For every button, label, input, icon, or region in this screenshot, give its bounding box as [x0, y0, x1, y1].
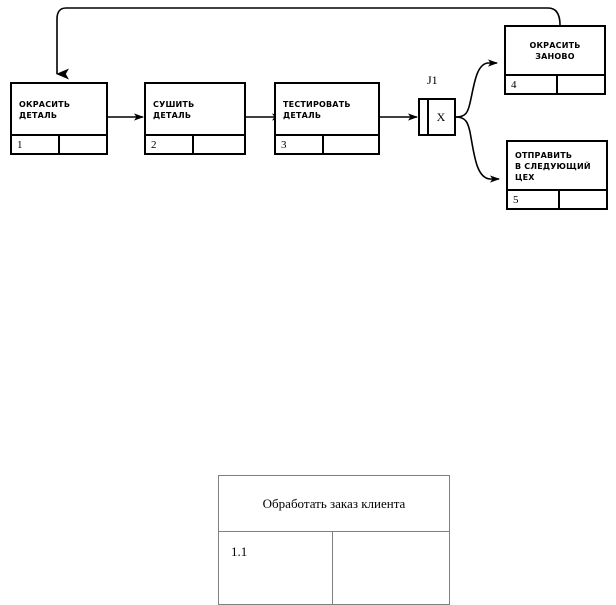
activity-reference	[333, 532, 449, 604]
process-box-2-id: 2	[146, 136, 194, 153]
activity-number: 1.1	[219, 532, 333, 604]
junction-type-label: X	[436, 109, 446, 124]
process-box-2-title: СУШИТЬ ДЕТАЛЬ	[153, 99, 195, 120]
junction-j1[interactable]: X	[418, 98, 456, 136]
process-box-3[interactable]: ТЕСТИРОВАТЬ ДЕТАЛЬ 3	[274, 82, 380, 155]
link-junction-to-4	[455, 59, 498, 118]
process-box-2-ref	[194, 136, 244, 153]
process-box-1[interactable]: ОКРАСИТЬ ДЕТАЛЬ 1	[10, 82, 108, 155]
diagram-connectors-layer	[56, 7, 561, 183]
process-box-4-title: ОКРАСИТЬ ЗАНОВО	[529, 41, 581, 61]
process-box-5-title: ОТПРАВИТЬ В СЛЕДУЮЩИЙ ЦЕХ	[515, 150, 591, 182]
process-box-2-footer: 2	[146, 134, 244, 153]
process-box-1-footer: 1	[12, 134, 106, 153]
process-box-5-footer: 5	[508, 189, 606, 208]
feedback-loop-4-to-1	[56, 7, 561, 80]
link-junction-to-5	[455, 116, 500, 183]
process-box-4-ref	[558, 76, 604, 93]
process-box-3-ref	[324, 136, 378, 153]
process-box-1-ref	[60, 136, 106, 153]
activity-footer: 1.1	[219, 531, 449, 604]
process-box-3-footer: 3	[276, 134, 378, 153]
process-box-5-ref	[560, 191, 606, 208]
process-box-4-id: 4	[506, 76, 558, 93]
process-box-5[interactable]: ОТПРАВИТЬ В СЛЕДУЮЩИЙ ЦЕХ 5	[506, 140, 608, 210]
process-box-4-footer: 4	[506, 74, 604, 93]
junction-label-j1: J1	[427, 73, 438, 87]
process-box-1-id: 1	[12, 136, 60, 153]
activity-box[interactable]: Обработать заказ клиента 1.1	[218, 475, 450, 605]
process-box-1-title: ОКРАСИТЬ ДЕТАЛЬ	[19, 99, 71, 120]
junction-divider	[427, 100, 429, 134]
process-box-3-title: ТЕСТИРОВАТЬ ДЕТАЛЬ	[283, 99, 351, 120]
process-box-4[interactable]: ОКРАСИТЬ ЗАНОВО 4	[504, 25, 606, 95]
process-box-5-id: 5	[508, 191, 560, 208]
activity-name: Обработать заказ клиента	[262, 495, 406, 511]
process-box-3-id: 3	[276, 136, 324, 153]
process-box-2[interactable]: СУШИТЬ ДЕТАЛЬ 2	[144, 82, 246, 155]
